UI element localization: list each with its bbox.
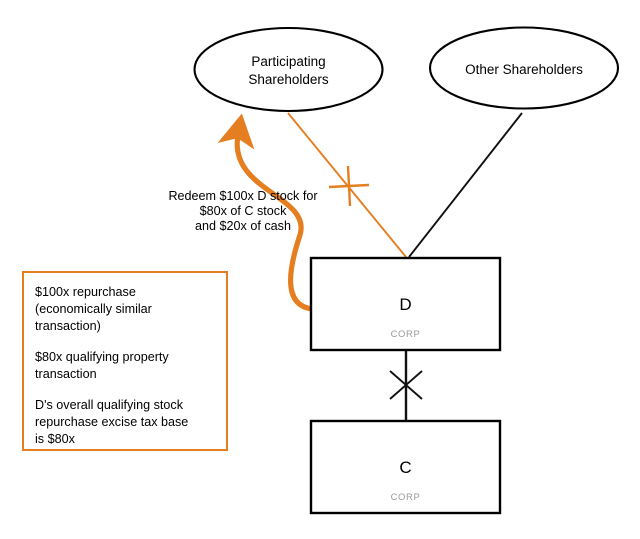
legend-line-2: (economically similar bbox=[35, 302, 152, 316]
legend-line-6: D's overall qualifying stock bbox=[35, 398, 184, 412]
legend-box bbox=[22, 271, 228, 451]
participating-shareholders-ellipse bbox=[193, 26, 384, 113]
node-c-corp[interactable]: C CORP bbox=[309, 419, 502, 515]
participating-shareholders-label-line1: Participating bbox=[251, 54, 325, 69]
redeem-note: Redeem $100x D stock for $80x of C stock… bbox=[168, 189, 317, 233]
node-other-shareholders[interactable]: Other Shareholders bbox=[428, 26, 620, 110]
redeem-note-line1: Redeem $100x D stock for bbox=[168, 189, 317, 203]
other-shareholders-ellipse bbox=[428, 26, 620, 110]
other-shareholders-label: Other Shareholders bbox=[465, 62, 583, 77]
d-corp-subtitle: CORP bbox=[391, 329, 421, 340]
cross-out-d-to-c-icon bbox=[389, 370, 423, 400]
legend-line-3: transaction) bbox=[35, 319, 101, 333]
legend-callout[interactable]: $100x repurchase (economically similar t… bbox=[22, 271, 228, 451]
legend-line-5: transaction bbox=[35, 367, 97, 381]
c-corp-box bbox=[309, 419, 502, 515]
redeem-note-line3: and $20x of cash bbox=[195, 219, 291, 233]
c-corp-title: C bbox=[399, 458, 411, 477]
redeem-note-line2: $80x of C stock bbox=[200, 204, 288, 218]
node-participating-shareholders[interactable]: Participating Shareholders bbox=[193, 26, 384, 113]
c-corp-subtitle: CORP bbox=[391, 492, 421, 503]
participating-shareholders-label-line2: Shareholders bbox=[248, 72, 329, 87]
d-corp-box bbox=[309, 256, 502, 352]
edge-d-to-participating-arrow bbox=[217, 113, 315, 312]
d-corp-title: D bbox=[399, 295, 411, 314]
legend-line-1: $100x repurchase bbox=[35, 285, 136, 299]
edge-other-to-d bbox=[408, 112, 523, 258]
legend-line-8: is $80x bbox=[35, 432, 76, 446]
cross-out-participating-to-d-icon bbox=[328, 165, 370, 207]
node-d-corp[interactable]: D CORP bbox=[309, 256, 502, 352]
legend-line-4: $80x qualifying property bbox=[35, 350, 169, 364]
legend-line-7: repurchase excise tax base bbox=[35, 415, 188, 429]
